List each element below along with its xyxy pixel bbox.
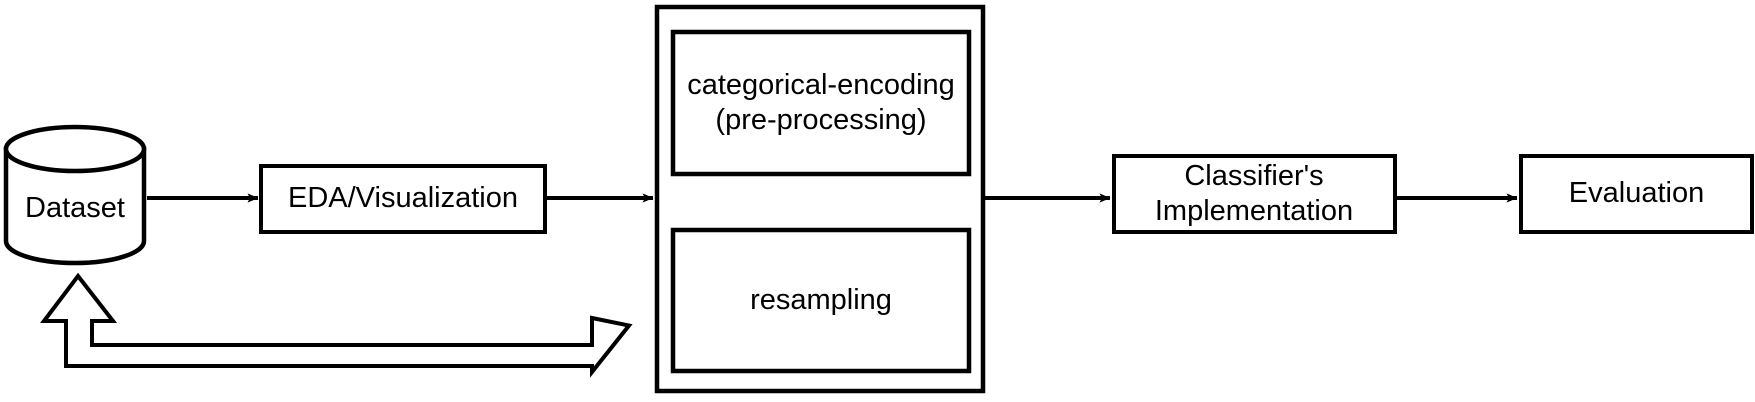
edge-feedback-block-arrow [39,272,633,378]
node-evaluation-shape [1519,154,1754,234]
node-resample-shape [670,227,972,374]
node-eda-shape [259,164,547,234]
node-classifier-shape [1112,154,1397,234]
node-catenc-shape [670,29,972,177]
node-dataset-shape [3,124,147,266]
